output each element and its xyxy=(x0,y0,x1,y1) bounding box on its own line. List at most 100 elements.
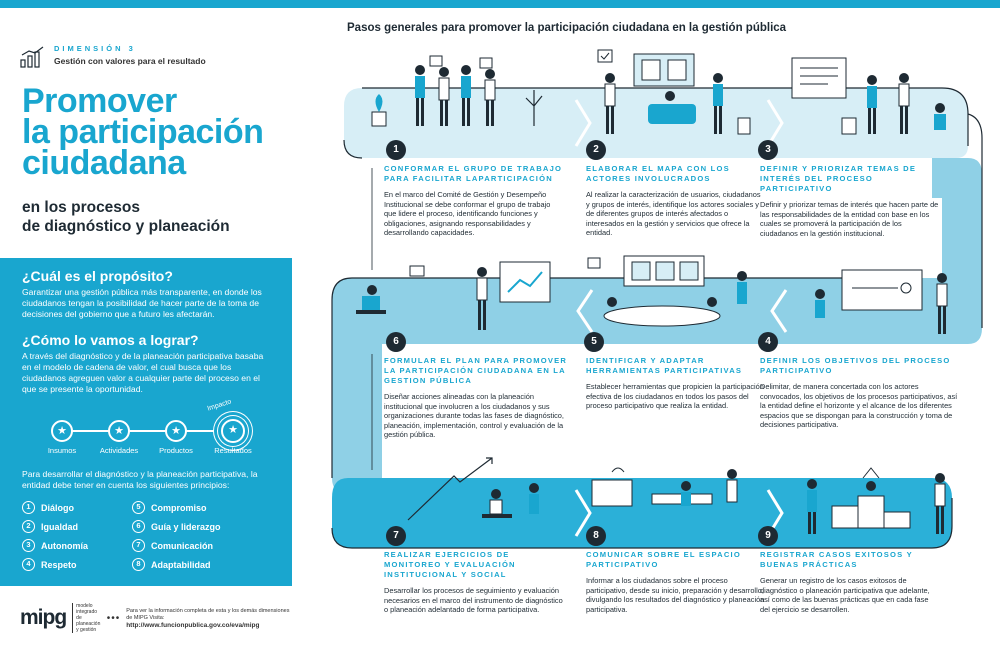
purpose-heading: ¿Cuál es el propósito? xyxy=(22,268,173,284)
how-text: A través del diagnóstico y de la planeac… xyxy=(22,351,264,394)
step-9: REGISTRAR CASOS EXITOSOS Y BUENAS PRÁCTI… xyxy=(760,550,940,614)
objectives-illustration xyxy=(815,269,948,334)
step-heading: REALIZAR EJERCICIOS DE MONITOREO Y EVALU… xyxy=(384,550,516,579)
footer-info: Para ver la información completa de esta… xyxy=(126,607,290,621)
dots-icon: ••• xyxy=(106,612,121,624)
step-text: Informar a los ciudadanos sobre el proce… xyxy=(586,576,765,614)
step-badge-5: 5 xyxy=(584,332,604,352)
left-panel: DIMENSIÓN 3 Gestión con valores para el … xyxy=(0,8,292,647)
step-badge-9: 9 xyxy=(758,526,778,546)
step-text: Definir y priorizar temas de interés que… xyxy=(760,200,939,238)
step-text: Generar un registro de los casos exitoso… xyxy=(760,576,930,614)
step-heading: DEFINIR Y PRIORIZAR TEMAS DE INTERÉS DEL… xyxy=(760,164,917,193)
title-line-1: Promover xyxy=(22,82,177,120)
principle-number: 4 xyxy=(22,558,35,571)
principle-item: 2 Igualdad xyxy=(22,520,132,533)
principle-item: 6 Guía y liderazgo xyxy=(132,520,282,533)
step-badge-2: 2 xyxy=(586,140,606,160)
step-text: Al realizar la caracterización de usuari… xyxy=(586,190,761,238)
principle-item: 1 Diálogo xyxy=(22,501,132,514)
value-chain: Impacto ★ ★ ★ ★ Insumos Actividades Prod… xyxy=(22,398,270,463)
footer: mipg modelo integrado de planeación y ge… xyxy=(20,598,292,638)
step-badge-3: 3 xyxy=(758,140,778,160)
logo-subtitle: modelo integrado de planeación y gestión xyxy=(72,603,101,633)
team-illustration xyxy=(371,55,543,127)
step-text: Desarrollar los procesos de seguimiento … xyxy=(384,586,563,615)
principle-number: 2 xyxy=(22,520,35,533)
step-3: DEFINIR Y PRIORIZAR TEMAS DE INTERÉS DEL… xyxy=(760,164,940,238)
step-heading: DEFINIR LOS OBJETIVOS DEL PROCESO PARTIC… xyxy=(760,356,951,375)
step-heading: FORMULAR EL PLAN PARA PROMOVER LA PARTIC… xyxy=(384,356,568,385)
monitoring-illustration xyxy=(407,457,539,521)
step-text: Delimitar, de manera concertada con los … xyxy=(760,382,958,430)
chain-label-insumos: Insumos xyxy=(47,446,77,455)
page-title: Promover la participación ciudadana xyxy=(22,82,264,182)
mipg-logo: mipg xyxy=(20,606,67,629)
footer-link[interactable]: http://www.funcionpublica.gov.co/eva/mip… xyxy=(126,621,260,629)
principle-number: 3 xyxy=(22,539,35,552)
step-text: Diseñar acciones alineadas con la planea… xyxy=(384,392,564,440)
map-actors-illustration xyxy=(597,49,751,135)
principle-label: Comunicación xyxy=(151,540,214,551)
step-5: IDENTIFICAR Y ADAPTAR HERRAMIENTAS PARTI… xyxy=(586,356,766,411)
principle-number: 6 xyxy=(132,520,145,533)
info-box: ¿Cuál es el propósito? Garantizar una ge… xyxy=(0,258,292,586)
subtitle-line-2: de diagnóstico y planeación xyxy=(22,218,230,235)
star-icon: ★ xyxy=(221,419,245,443)
success-cases-illustration xyxy=(807,467,946,534)
step-badge-4: 4 xyxy=(758,332,778,352)
step-heading: CONFORMAR EL GRUPO DE TRABAJO PARA FACIL… xyxy=(384,164,563,183)
step-badge-6: 6 xyxy=(386,332,406,352)
star-icon: ★ xyxy=(108,420,130,442)
bar-chart-icon xyxy=(20,46,44,68)
step-6: FORMULAR EL PLAN PARA PROMOVER LA PARTIC… xyxy=(384,356,570,440)
step-heading: COMUNICAR SOBRE EL ESPACIO PARTICIPATIVO xyxy=(586,550,741,569)
step-badge-8: 8 xyxy=(586,526,606,546)
step-8: COMUNICAR SOBRE EL ESPACIO PARTICIPATIVO… xyxy=(586,550,766,614)
step-heading: ELABORAR EL MAPA CON LOS ACTORES INVOLUC… xyxy=(586,164,730,183)
tools-illustration xyxy=(587,255,747,327)
principle-label: Guía y liderazgo xyxy=(151,521,221,532)
dimension-name: Gestión con valores para el resultado xyxy=(54,56,206,66)
principle-number: 7 xyxy=(132,539,145,552)
step-badge-1: 1 xyxy=(386,140,406,160)
step-text: Establecer herramientas que propicien la… xyxy=(586,382,764,411)
dimension-code: DIMENSIÓN 3 xyxy=(54,44,136,53)
page-subtitle: en los procesos de diagnóstico y planeac… xyxy=(22,198,230,236)
principle-item: 4 Respeto xyxy=(22,558,132,571)
principle-label: Adaptabilidad xyxy=(151,559,211,570)
principle-item: 3 Autonomía xyxy=(22,539,132,552)
chain-label-actividades: Actividades xyxy=(99,446,139,455)
step-heading: REGISTRAR CASOS EXITOSOS Y BUENAS PRÁCTI… xyxy=(760,550,913,569)
value-chain-line xyxy=(62,430,242,432)
plan-illustration xyxy=(356,261,551,330)
principle-label: Autonomía xyxy=(41,540,88,551)
step-7: REALIZAR EJERCICIOS DE MONITOREO Y EVALU… xyxy=(384,550,564,615)
footer-text: Para ver la información completa de esta… xyxy=(126,608,292,629)
steps-area: Pasos generales para promover la partici… xyxy=(292,8,1000,647)
principle-item: 7 Comunicación xyxy=(132,539,282,552)
title-line-2: la participación xyxy=(22,113,264,151)
purpose-text: Garantizar una gestión pública más trans… xyxy=(22,287,262,319)
principles-intro: Para desarrollar el diagnóstico y la pla… xyxy=(22,469,258,490)
star-icon: ★ xyxy=(165,420,187,442)
communication-illustration xyxy=(591,467,738,507)
subtitle-line-1: en los procesos xyxy=(22,199,141,216)
step-badge-7: 7 xyxy=(386,526,406,546)
chain-label-productos: Productos xyxy=(159,446,193,455)
principle-label: Compromiso xyxy=(151,502,207,513)
principle-number: 1 xyxy=(22,501,35,514)
chain-label-resultados: Resultados xyxy=(214,446,252,455)
step-4: DEFINIR LOS OBJETIVOS DEL PROCESO PARTIC… xyxy=(760,356,960,430)
dimension-header: DIMENSIÓN 3 Gestión con valores para el … xyxy=(20,44,206,68)
star-icon: ★ xyxy=(51,420,73,442)
principle-label: Diálogo xyxy=(41,502,74,513)
title-line-3: ciudadana xyxy=(22,144,186,182)
steps-title: Pasos generales para promover la partici… xyxy=(347,22,787,34)
step-1: CONFORMAR EL GRUPO DE TRABAJO PARA FACIL… xyxy=(384,164,564,238)
step-2: ELABORAR EL MAPA CON LOS ACTORES INVOLUC… xyxy=(586,164,766,238)
step-text: En el marco del Comité de Gestión y Dese… xyxy=(384,190,551,238)
principle-label: Igualdad xyxy=(41,521,79,532)
principle-label: Respeto xyxy=(41,559,77,570)
